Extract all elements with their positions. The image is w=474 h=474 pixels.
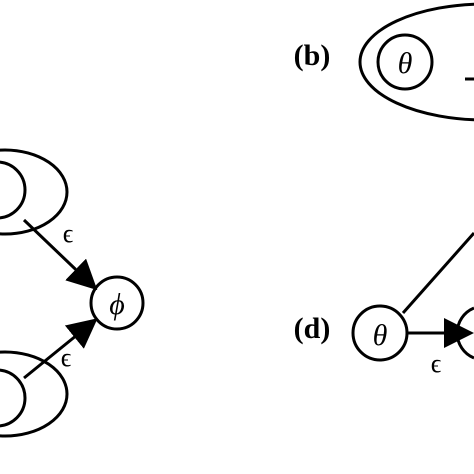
panel-d-edge-label: ϵ — [431, 349, 442, 378]
panel-d-cropped-node — [455, 306, 474, 360]
panel-d-group: θ ϵ — [351, 232, 474, 378]
edge-label-upper: ϵ — [63, 219, 74, 248]
panel-b-theta-node — [376, 33, 434, 91]
panel-b-theta-label: θ — [398, 47, 413, 80]
upper-left-enclosure — [0, 148, 69, 236]
panel-d-diagonal-edge — [401, 232, 474, 314]
panel-b-enclosure — [358, 2, 474, 122]
panel-b-group: θ — [358, 2, 474, 122]
lower-left-node — [0, 368, 27, 428]
panel-label-d: (d) — [294, 312, 331, 345]
phi-label: ϕ — [109, 288, 125, 321]
panel-d-theta-label: θ — [373, 319, 388, 352]
edge-lower-to-phi — [23, 318, 98, 380]
phi-node-group: ϕ — [89, 275, 145, 331]
phi-node — [89, 275, 145, 331]
panel-label-b: (b) — [294, 39, 331, 72]
upper-left-node-group — [0, 148, 69, 236]
lower-left-node-group — [0, 350, 69, 438]
edge-upper-to-phi — [22, 218, 98, 291]
upper-left-node — [0, 160, 27, 220]
lower-left-enclosure — [0, 350, 69, 438]
edge-label-lower: ϵ — [61, 343, 72, 372]
